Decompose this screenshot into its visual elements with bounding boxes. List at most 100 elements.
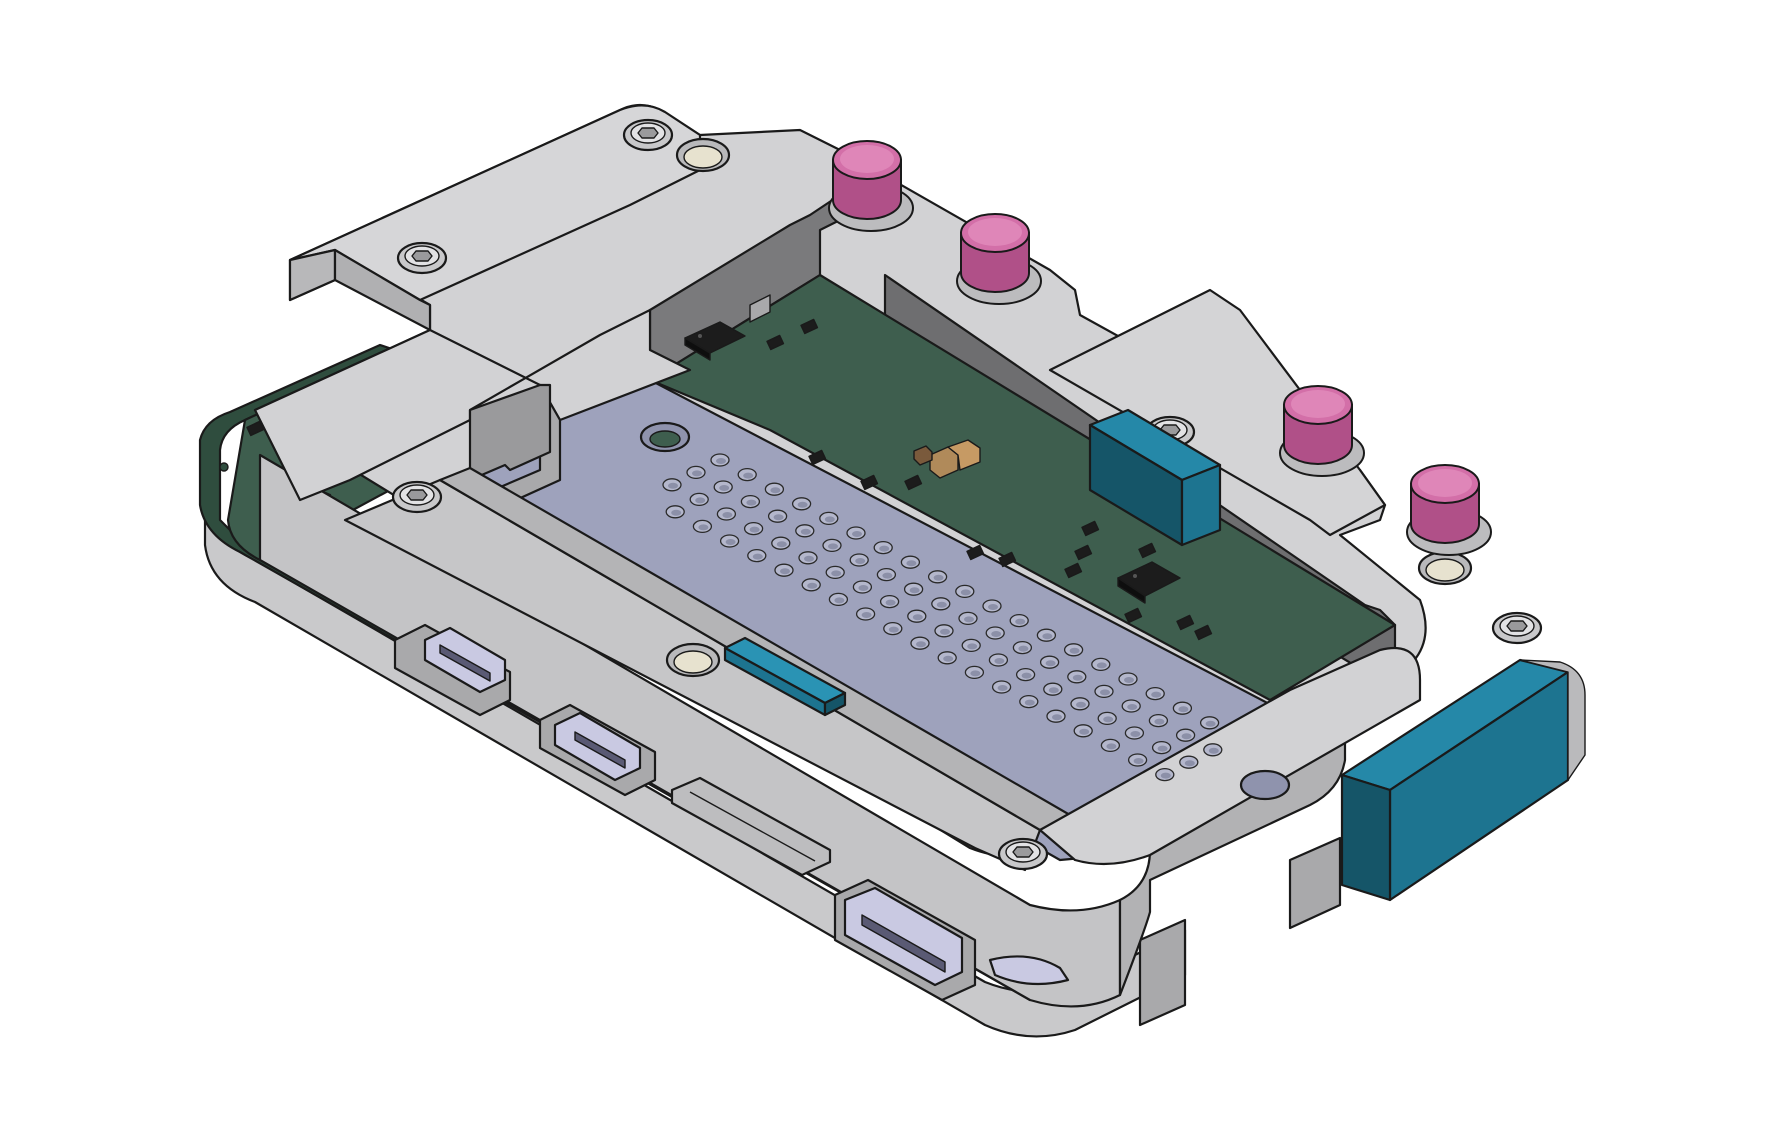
frame-upper-tab-side: [288, 248, 337, 302]
push-button-3[interactable]: [1279, 385, 1365, 477]
button-cap-highlight: [968, 218, 1022, 246]
header-hole-bore: [800, 528, 811, 535]
header-hole-bore: [797, 501, 808, 508]
header-hole-bore: [1048, 687, 1059, 694]
light-guide-3: [1340, 658, 1586, 902]
header-hole-bore: [1106, 743, 1117, 750]
header-hole-bore: [746, 499, 757, 506]
plate-hole-2: [1239, 769, 1291, 801]
pcb-via: [219, 462, 229, 472]
header-hole-bore: [1160, 772, 1171, 779]
push-button-1[interactable]: [828, 140, 914, 232]
mini-hdmi-port: [833, 878, 977, 1002]
header-hole-bore: [1045, 660, 1056, 667]
header-hole-bore: [804, 555, 814, 562]
ic-chip-upper: [684, 321, 746, 361]
frame-upper-tab-front: [333, 248, 432, 332]
header-hole-bore: [936, 601, 947, 608]
header-hole-bore: [991, 631, 1002, 637]
enclosure-frame: [253, 103, 1427, 1008]
header-hole-bore: [858, 585, 869, 591]
header-hole-bore: [780, 568, 790, 575]
header-hole-bore: [1103, 716, 1114, 723]
gpio-header-holes: [662, 453, 1223, 782]
frame-upper-tab: [288, 104, 702, 302]
header-hole-bore: [906, 560, 917, 567]
frame-right-corner-top: [1038, 646, 1422, 866]
header-hole-bore: [1072, 674, 1083, 681]
header-hole-bore: [776, 541, 787, 548]
hex-screw-5: [1491, 611, 1543, 645]
push-button-2[interactable]: [956, 213, 1042, 305]
header-hole-bore: [725, 539, 736, 545]
header-hole-bore: [668, 482, 678, 489]
header-hole-bore: [994, 658, 1005, 664]
header-hole-bore: [855, 558, 866, 564]
header-hole-bore: [1157, 745, 1168, 752]
header-hole-bore: [824, 516, 835, 523]
ic-chip-lower: [1117, 561, 1181, 604]
header-hole-bore: [695, 497, 706, 504]
header-hole-bore: [1124, 677, 1134, 683]
header-hole-bore: [1130, 731, 1141, 737]
header-hole-bore: [719, 485, 730, 491]
header-hole-bore: [1178, 706, 1189, 713]
pcb-components: [684, 294, 1213, 641]
header-hole-bore: [698, 524, 709, 531]
header-hole-bore: [960, 589, 971, 596]
pcb-small-connector: [749, 294, 771, 323]
header-hole-bore: [1184, 760, 1195, 767]
fasteners: [391, 118, 1543, 871]
micro-usb-port-1: [393, 623, 512, 717]
header-hole-bore: [885, 599, 896, 606]
header-hole-bore: [1151, 691, 1162, 698]
header-hole-bore: [1021, 672, 1032, 679]
header-hole-bore: [909, 587, 920, 594]
header-hole-bore: [943, 655, 954, 662]
pcb-edge: [198, 343, 1032, 1002]
button-cap-highlight: [840, 145, 894, 173]
light-guide-2: [723, 636, 847, 717]
header-hole-bore: [997, 685, 1008, 691]
header-hole-bore: [912, 614, 923, 621]
hex-screw-1: [622, 118, 674, 152]
hex-screw-6: [997, 837, 1049, 871]
push-buttons: [828, 140, 1492, 556]
header-hole-bore: [1208, 747, 1219, 754]
light-guides: [723, 408, 1586, 902]
header-hole-bore: [1154, 718, 1165, 725]
header-hole-bore: [1133, 758, 1144, 764]
light-guide-1: [1088, 408, 1222, 547]
sd-card-slot: [670, 776, 832, 877]
header-hole-bore: [967, 643, 978, 650]
header-hole-bore: [692, 470, 702, 477]
header-hole-bore: [861, 612, 872, 618]
header-hole-bore: [1024, 699, 1035, 706]
header-hole-bore: [828, 543, 838, 550]
header-hole-bore: [722, 512, 733, 518]
hex-screw-3: [391, 480, 443, 514]
header-hole-bore: [1052, 714, 1062, 721]
pcb-inner-area: [648, 273, 1397, 702]
brass-insert-1: [675, 137, 731, 173]
header-hole-bore: [852, 531, 862, 537]
button-cap-highlight: [1418, 469, 1472, 497]
header-hole-bore: [888, 626, 899, 633]
header-hole-bore: [831, 570, 842, 577]
header-hole-bore: [752, 553, 763, 560]
header-hole-bore: [1100, 689, 1110, 696]
header-hole-bore: [773, 514, 784, 521]
header-hole-bore: [1127, 704, 1138, 710]
header-hole-bore: [807, 582, 818, 589]
header-hole-bore: [1069, 647, 1080, 654]
header-hole-bore: [1018, 645, 1029, 652]
bottom-shell-tab: [1138, 918, 1187, 1027]
button-cap-highlight: [1291, 390, 1345, 418]
header-hole-bore: [970, 670, 981, 677]
header-hole-bore: [933, 574, 944, 581]
push-button-4[interactable]: [1406, 464, 1492, 556]
smd-parts: [766, 318, 1213, 641]
micro-usb-port-2: [538, 703, 657, 797]
